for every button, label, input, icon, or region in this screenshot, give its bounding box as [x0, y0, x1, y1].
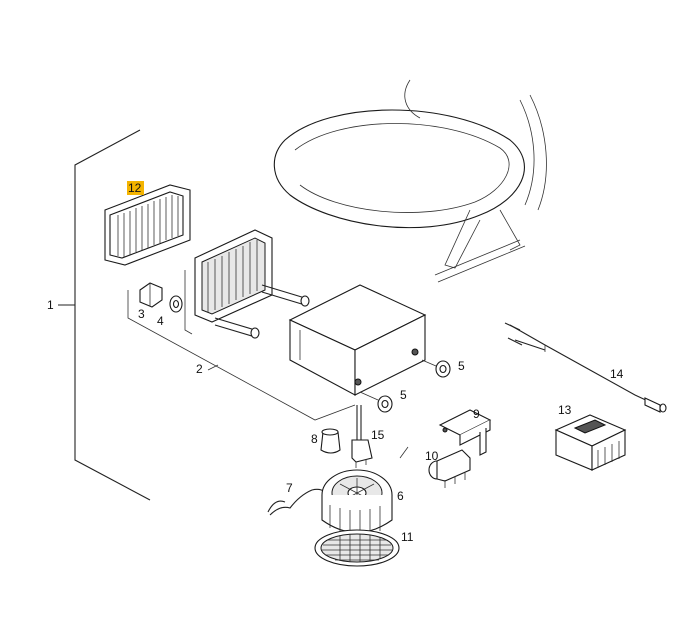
part-7-clip[interactable]: [267, 488, 326, 516]
callout-3[interactable]: 3: [138, 307, 145, 321]
callout-9[interactable]: 9: [473, 407, 480, 421]
callout-5-a[interactable]: 5: [458, 359, 465, 373]
callout-12[interactable]: 12: [128, 181, 142, 195]
callout-4[interactable]: 4: [157, 314, 164, 328]
callout-15[interactable]: 15: [371, 428, 385, 442]
callout-6[interactable]: 6: [397, 489, 404, 503]
part-8-knob[interactable]: [320, 428, 341, 454]
callout-7[interactable]: 7: [286, 481, 293, 495]
part-13-relay[interactable]: [554, 414, 627, 471]
callout-8[interactable]: 8: [311, 432, 318, 446]
callout-10[interactable]: 10: [425, 449, 439, 463]
seat-drawing: [273, 79, 547, 283]
assembly-bracket: [58, 129, 151, 501]
part-14-sensor-cable[interactable]: [504, 322, 667, 413]
part-3-fitting[interactable]: [139, 282, 163, 308]
part-5-washer-b[interactable]: [359, 391, 393, 413]
callout-11[interactable]: 11: [401, 530, 414, 544]
callout-2[interactable]: 2: [196, 362, 203, 376]
part-15-plug[interactable]: [351, 405, 373, 468]
callout-13[interactable]: 13: [558, 403, 572, 417]
part-11-grille[interactable]: [314, 529, 400, 567]
heater-housing[interactable]: [288, 284, 427, 396]
callout-14[interactable]: 14: [610, 367, 624, 381]
part-12-filter[interactable]: [104, 184, 191, 266]
heater-assembly-bracket: [127, 290, 356, 421]
part-6-blower[interactable]: [321, 469, 393, 537]
leader-lines: [399, 446, 409, 459]
callout-1[interactable]: 1: [47, 298, 54, 312]
selected-callout-highlight: [127, 181, 144, 195]
callout-5-b[interactable]: 5: [400, 388, 407, 402]
part-10-terminal[interactable]: [428, 449, 471, 488]
part-4-washer[interactable]: [169, 295, 183, 313]
part-5-washer-a[interactable]: [421, 359, 451, 378]
part-9-bracket[interactable]: [438, 409, 492, 456]
heater-core[interactable]: [184, 229, 310, 339]
